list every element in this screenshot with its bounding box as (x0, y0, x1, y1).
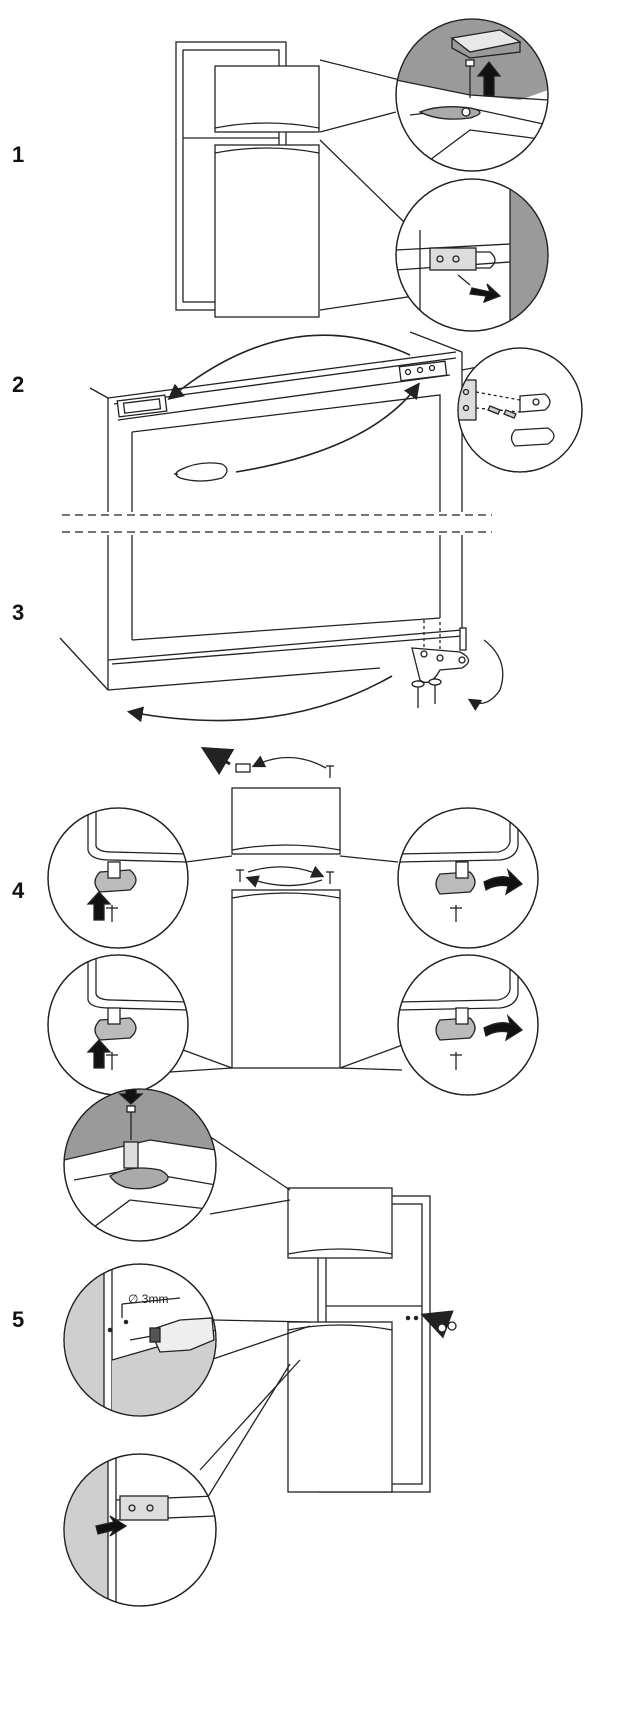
step5-fridge (287, 1187, 457, 1493)
step4-detail-bottom-left (47, 954, 189, 1096)
step4-top-door (200, 746, 341, 855)
step3-bracket-parts (411, 620, 504, 712)
step5-detail-middle-hinge (63, 1453, 217, 1607)
step4-bottom-door (231, 865, 341, 1069)
step-number-1: 1 (12, 142, 25, 167)
step5-detail-top-hinge (63, 1088, 217, 1242)
step1-detail-top-hinge (395, 18, 549, 172)
step1-detail-middle-hinge (395, 178, 549, 332)
step2-cabinet-top (89, 331, 463, 512)
step-number-3: 3 (12, 600, 25, 625)
step-number-4: 4 (12, 878, 25, 903)
step1-fridge (175, 41, 320, 318)
step-number-2: 2 (12, 372, 25, 397)
step4-detail-top-left (47, 807, 189, 949)
step2-detail-hinge-parts (457, 347, 583, 473)
step4-detail-top-right (397, 807, 539, 949)
step5-detail-drill (63, 1263, 217, 1417)
step-number-5: 5 (12, 1307, 25, 1332)
drill-diameter-label: ∅ 3mm (128, 1292, 168, 1306)
step3-cabinet-bottom (59, 535, 463, 691)
step4-detail-bottom-right (397, 954, 539, 1096)
